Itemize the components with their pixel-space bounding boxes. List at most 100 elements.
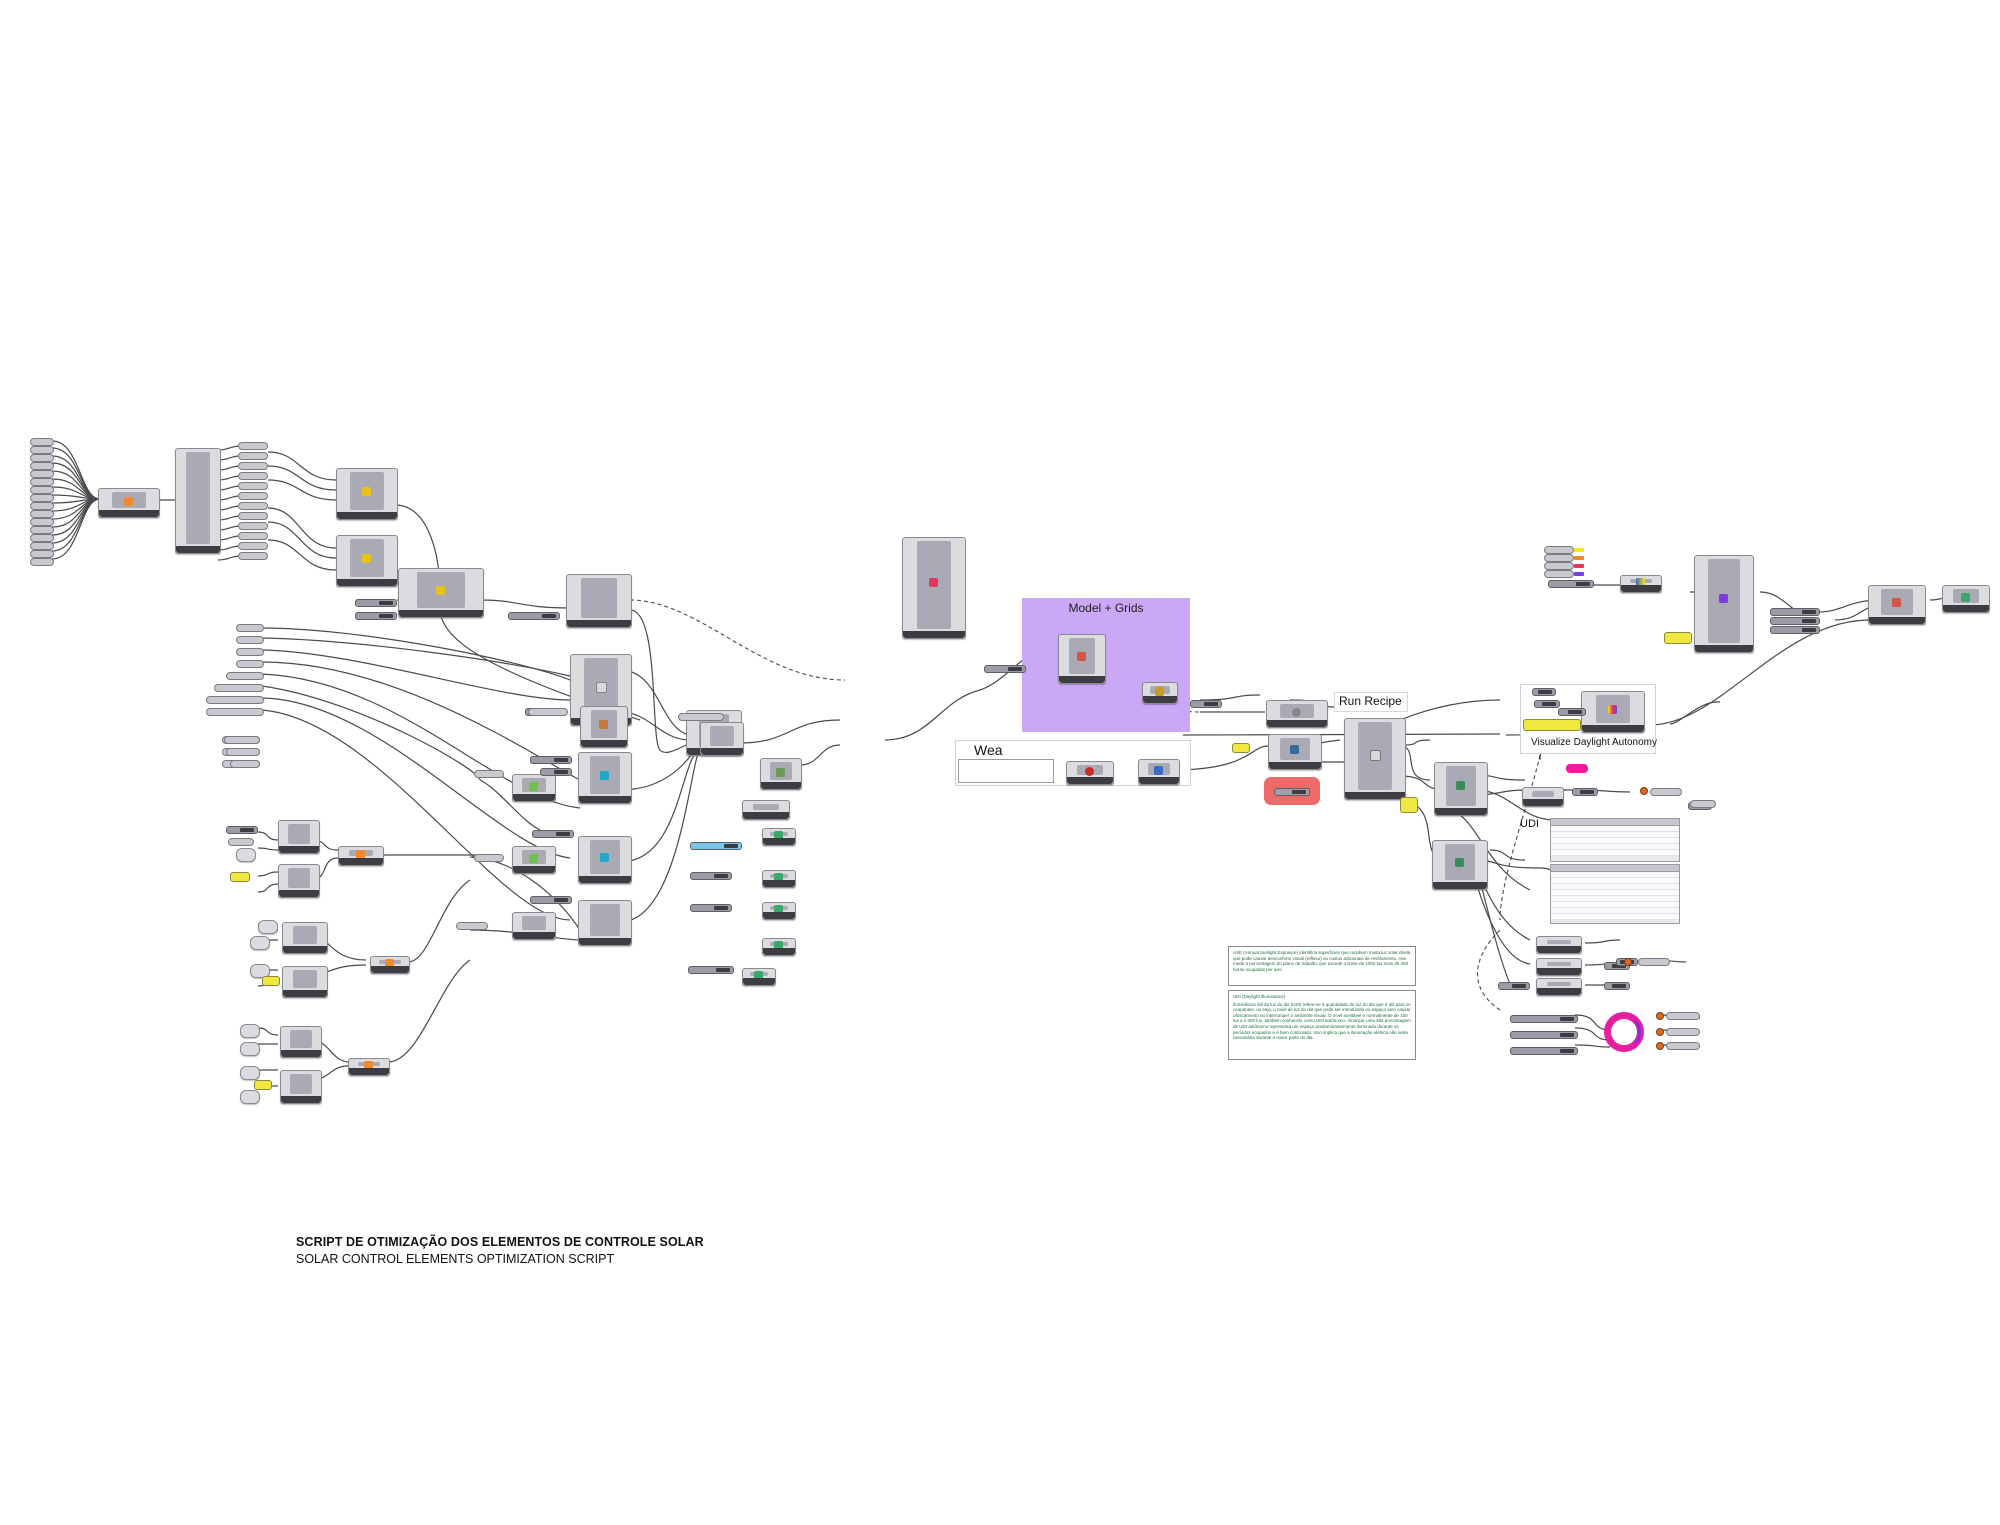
udi-useful-panel[interactable] [1550, 864, 1680, 924]
construction-set-component-2[interactable] [336, 535, 398, 587]
input-param-14[interactable] [30, 542, 54, 550]
input-param-05[interactable] [30, 470, 54, 478]
boolean-toggle-3[interactable] [508, 612, 560, 620]
legend-position-component[interactable] [1868, 585, 1926, 625]
ep-component-4[interactable] [282, 966, 328, 998]
result-round-3[interactable] [1536, 958, 1582, 976]
ep-merge-3[interactable] [348, 1058, 390, 1076]
input-param-11[interactable] [30, 518, 54, 526]
output-panel-02[interactable] [238, 452, 268, 460]
legend-slider-2[interactable] [1770, 617, 1820, 625]
output-panel-03[interactable] [238, 462, 268, 470]
input-param-09[interactable] [30, 502, 54, 510]
output-panel-01[interactable] [238, 442, 268, 450]
label-panel-extra-2[interactable] [474, 854, 504, 862]
ep-merge-1[interactable] [338, 846, 384, 866]
input-param-04[interactable] [30, 462, 54, 470]
input-param-03[interactable] [30, 454, 54, 462]
ep-slider-1[interactable] [226, 826, 258, 834]
green-output-1[interactable] [762, 828, 796, 846]
wea-group[interactable]: Wea [955, 740, 1191, 786]
result-round-1[interactable] [1522, 787, 1564, 807]
data-recorder-dot-5[interactable] [1656, 1042, 1664, 1050]
input-param-12[interactable] [30, 526, 54, 534]
ring-input-3[interactable] [1510, 1047, 1578, 1055]
green-output-3[interactable] [762, 902, 796, 920]
label-panel-extra-1[interactable] [474, 770, 504, 778]
metrics-toggle[interactable] [1400, 797, 1418, 813]
gradient-component[interactable] [1620, 575, 1662, 593]
louver-component-3[interactable] [578, 900, 632, 946]
side-panel-1[interactable] [224, 736, 260, 744]
udi-component[interactable] [1432, 840, 1488, 890]
wea-output-component[interactable] [1138, 759, 1180, 785]
geometry-input-1[interactable] [236, 624, 264, 632]
green-output-5[interactable] [742, 968, 776, 986]
number-slider-b[interactable] [540, 768, 572, 776]
sensor-grid-component[interactable] [1058, 634, 1106, 684]
output-panel-07[interactable] [238, 502, 268, 510]
ring-input-2[interactable] [1510, 1031, 1578, 1039]
data-recorder-dot-4[interactable] [1656, 1028, 1664, 1036]
ep-component-5[interactable] [280, 1026, 322, 1058]
ep-panel-1[interactable] [228, 838, 254, 846]
input-param-07[interactable] [30, 486, 54, 494]
legend-slider-1[interactable] [1770, 608, 1820, 616]
ep-component-3[interactable] [282, 922, 328, 954]
side-panel-2[interactable] [226, 748, 260, 756]
colour-swatch-1[interactable] [690, 872, 732, 880]
data-recorder-2[interactable] [1638, 958, 1670, 966]
label-panel-extra-4[interactable] [678, 713, 724, 721]
list-item-component[interactable] [175, 448, 221, 554]
ep-component-6[interactable] [280, 1070, 322, 1104]
merge-component[interactable] [98, 488, 160, 518]
gradient-slider[interactable] [1548, 580, 1594, 588]
geometry-input-5[interactable] [226, 672, 264, 680]
data-recorder-4[interactable] [1666, 1028, 1700, 1036]
ep-circle-8[interactable] [240, 1090, 260, 1104]
green-output-2[interactable] [762, 870, 796, 888]
da-threshold-2[interactable] [1534, 700, 1560, 708]
room-component[interactable] [566, 574, 632, 628]
result-round-2[interactable] [1536, 936, 1582, 954]
annual-daylight-component[interactable] [1344, 718, 1406, 800]
recipe-run-toggle-yellow[interactable] [1232, 743, 1250, 753]
result-value-1[interactable] [1572, 788, 1598, 796]
green-output-4[interactable] [762, 938, 796, 956]
geometry-input-8[interactable] [206, 708, 264, 716]
data-recorder-3[interactable] [1666, 1012, 1700, 1020]
output-panel-11[interactable] [238, 542, 268, 550]
legend-parameters-component[interactable] [1694, 555, 1754, 653]
recipe-settings-component[interactable] [1268, 734, 1322, 770]
run-toggle[interactable] [1274, 788, 1310, 796]
colour-swatch-3[interactable] [688, 966, 734, 974]
number-slider-d[interactable] [530, 896, 572, 904]
annual-metrics-component[interactable] [1434, 762, 1488, 816]
geometry-input-2[interactable] [236, 636, 264, 644]
shade-component-2[interactable] [512, 846, 556, 874]
output-panel-08[interactable] [238, 512, 268, 520]
colour-swatch-cyan[interactable] [690, 842, 742, 850]
legend-slider-3[interactable] [1770, 626, 1820, 634]
shade-component-3[interactable] [512, 912, 556, 940]
da-threshold-3[interactable] [1558, 708, 1586, 716]
run-recipe-group[interactable]: Run Recipe [1334, 692, 1408, 712]
legend-colour-label-4[interactable] [1544, 570, 1574, 578]
output-panel-12[interactable] [238, 552, 268, 560]
data-recorder-1[interactable] [1650, 788, 1682, 796]
legend-colour-label-2[interactable] [1544, 554, 1574, 562]
ep-circle-2[interactable] [258, 920, 278, 934]
data-recorder-5[interactable] [1666, 1042, 1700, 1050]
da-threshold-1[interactable] [1532, 688, 1556, 696]
legend-par-component[interactable] [1581, 691, 1645, 733]
epw-path-panel[interactable] [958, 759, 1054, 783]
legend-font-panel[interactable] [1664, 632, 1692, 644]
data-recorder-dot-1[interactable] [1640, 787, 1648, 795]
ep-circle-6[interactable] [240, 1042, 260, 1056]
output-panel-04[interactable] [238, 472, 268, 480]
udi-autonomous-panel[interactable] [1550, 818, 1680, 862]
boolean-toggle-2[interactable] [355, 612, 397, 620]
geometry-input-3[interactable] [236, 648, 264, 656]
input-param-10[interactable] [30, 510, 54, 518]
